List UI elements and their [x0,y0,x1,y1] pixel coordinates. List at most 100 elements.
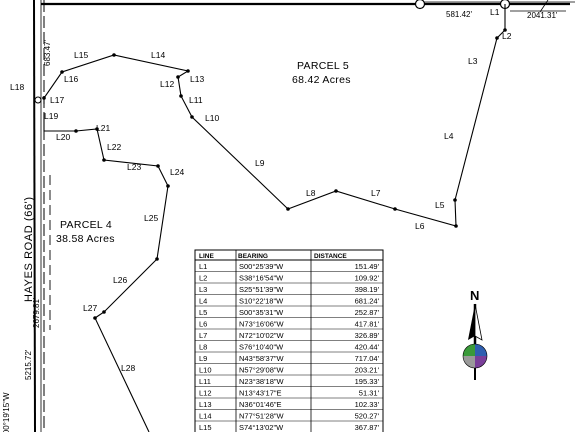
north-arrow-label: N [470,288,479,303]
dimension-north-line-1: 581.42' [446,10,472,19]
traverse-point [393,207,397,211]
table-cell-bearing: S38°16'54"W [239,274,284,283]
table-cell-line: L13 [199,400,212,409]
traverse-point [74,129,78,133]
segment-label-l19: L19 [44,111,58,121]
parcel-5-area: 68.42 Acres [292,74,351,86]
segment-label-l7: L7 [371,188,381,198]
traverse-point [166,184,170,188]
table-cell-line: L4 [199,297,207,306]
segment-label-l26: L26 [113,275,127,285]
table-cell-bearing: S74°13'02"W [239,423,284,432]
segment-label-l16: L16 [64,74,78,84]
traverse-point [453,198,457,202]
segment-label-l23: L23 [127,162,141,172]
north-arrow: N [462,288,488,380]
table-cell-distance: 51.31' [359,389,380,398]
road-monument [34,96,42,104]
table-cell-distance: 520.27' [355,412,380,421]
segment-label-l13: L13 [190,74,204,84]
segment-label-l14: L14 [151,50,165,60]
table-cell-line: L8 [199,343,207,352]
table-cell-bearing: S00°25'39"W [239,262,284,271]
table-cell-bearing: S00°35'31"W [239,308,284,317]
table-cell-bearing: N57°29'08"W [239,366,285,375]
table-cell-distance: 367.87' [355,423,380,432]
traverse-point [179,94,183,98]
segment-labels: L1 L2 L3 L4 L5 L6 L7 L8 L9 L10 L11 L12 L… [10,7,512,373]
table-cell-line: L2 [199,274,207,283]
traverse-point [503,28,507,32]
table-cell-line: L7 [199,331,207,340]
parcel-4-name: PARCEL 4 [60,219,112,231]
segment-label-l22: L22 [107,142,121,152]
table-cell-line: L14 [199,412,212,421]
parcel-4-label: PARCEL 4 38.58 Acres [56,219,115,245]
corner-monument-a [414,0,426,10]
table-cell-bearing: N73°16'06"W [239,320,285,329]
table-cell-line: L11 [199,377,211,386]
table-cell-line: L3 [199,285,207,294]
table-cell-distance: 102.33' [355,400,380,409]
segment-label-l2: L2 [502,31,512,41]
road-west-edge [33,0,36,432]
table-cell-distance: 398.19' [355,285,380,294]
table-cell-distance: 326.89' [355,331,380,340]
hayes-road [33,0,45,432]
segment-label-l9: L9 [255,158,265,168]
dimension-west-bearing: N00°19'15"W [2,392,11,432]
traverse-point [190,115,194,119]
traverse-point [186,69,190,73]
traverse-point [112,53,116,57]
table-cell-distance: 203.21' [355,366,380,375]
traverse-point [102,310,106,314]
segment-label-l3: L3 [468,56,478,66]
parcel-4-area: 38.58 Acres [56,233,115,245]
table-cell-distance: 252.87' [355,308,380,317]
traverse-point [454,224,458,228]
segment-label-l15: L15 [74,50,88,60]
dimension-labels: 581.42' 2041.31' 683.47' 2679.81' 5215.7… [2,10,558,432]
traverse-point [42,96,46,100]
compass-icon [462,343,488,369]
parcel-5-label: PARCEL 5 68.42 Acres [292,60,351,86]
table-cell-line: L15 [199,423,212,432]
segment-label-l4: L4 [444,131,454,141]
traverse-point [93,316,97,320]
table-cell-bearing: S25°51'39"W [239,285,284,294]
table-cell-bearing: S76°10'40"W [239,343,284,352]
north-arrow-head [468,304,475,340]
segment-label-l18: L18 [10,82,24,92]
segment-label-l12: L12 [160,79,174,89]
table-cell-distance: 151.49' [355,262,380,271]
table-cell-line: L9 [199,354,207,363]
segment-label-l5: L5 [435,200,445,210]
segment-label-l1: L1 [490,7,500,17]
table-cell-distance: 681.24' [355,297,380,306]
table-cell-bearing: N23°38'18"W [239,377,285,386]
segment-label-l20: L20 [56,132,70,142]
table-cell-bearing: N36°01'46"E [239,400,282,409]
table-cell-line: L12 [199,389,212,398]
segment-label-l21: L21 [96,123,110,133]
traverse-point [102,158,106,162]
traverse-point [176,75,180,79]
table-cell-bearing: N43°58'37"W [239,354,285,363]
table-header-line: LINE [199,253,214,260]
table-cell-line: L6 [199,320,207,329]
segment-label-l25: L25 [144,213,158,223]
dimension-north-line-2: 2041.31' [527,11,558,20]
traverse-point [95,127,99,131]
traverse-point [495,36,499,40]
traverse-point [60,70,64,74]
traverse-point [156,164,160,168]
traverse-point [155,257,159,261]
road-label: HAYES ROAD (66') [23,196,35,302]
parcel-5-boundary [43,4,506,227]
table-cell-distance: 195.33' [355,377,380,386]
traverse-point [334,189,338,193]
table-cell-bearing: N13°43'17"E [239,389,282,398]
table-cell-distance: 420.44' [355,343,380,352]
